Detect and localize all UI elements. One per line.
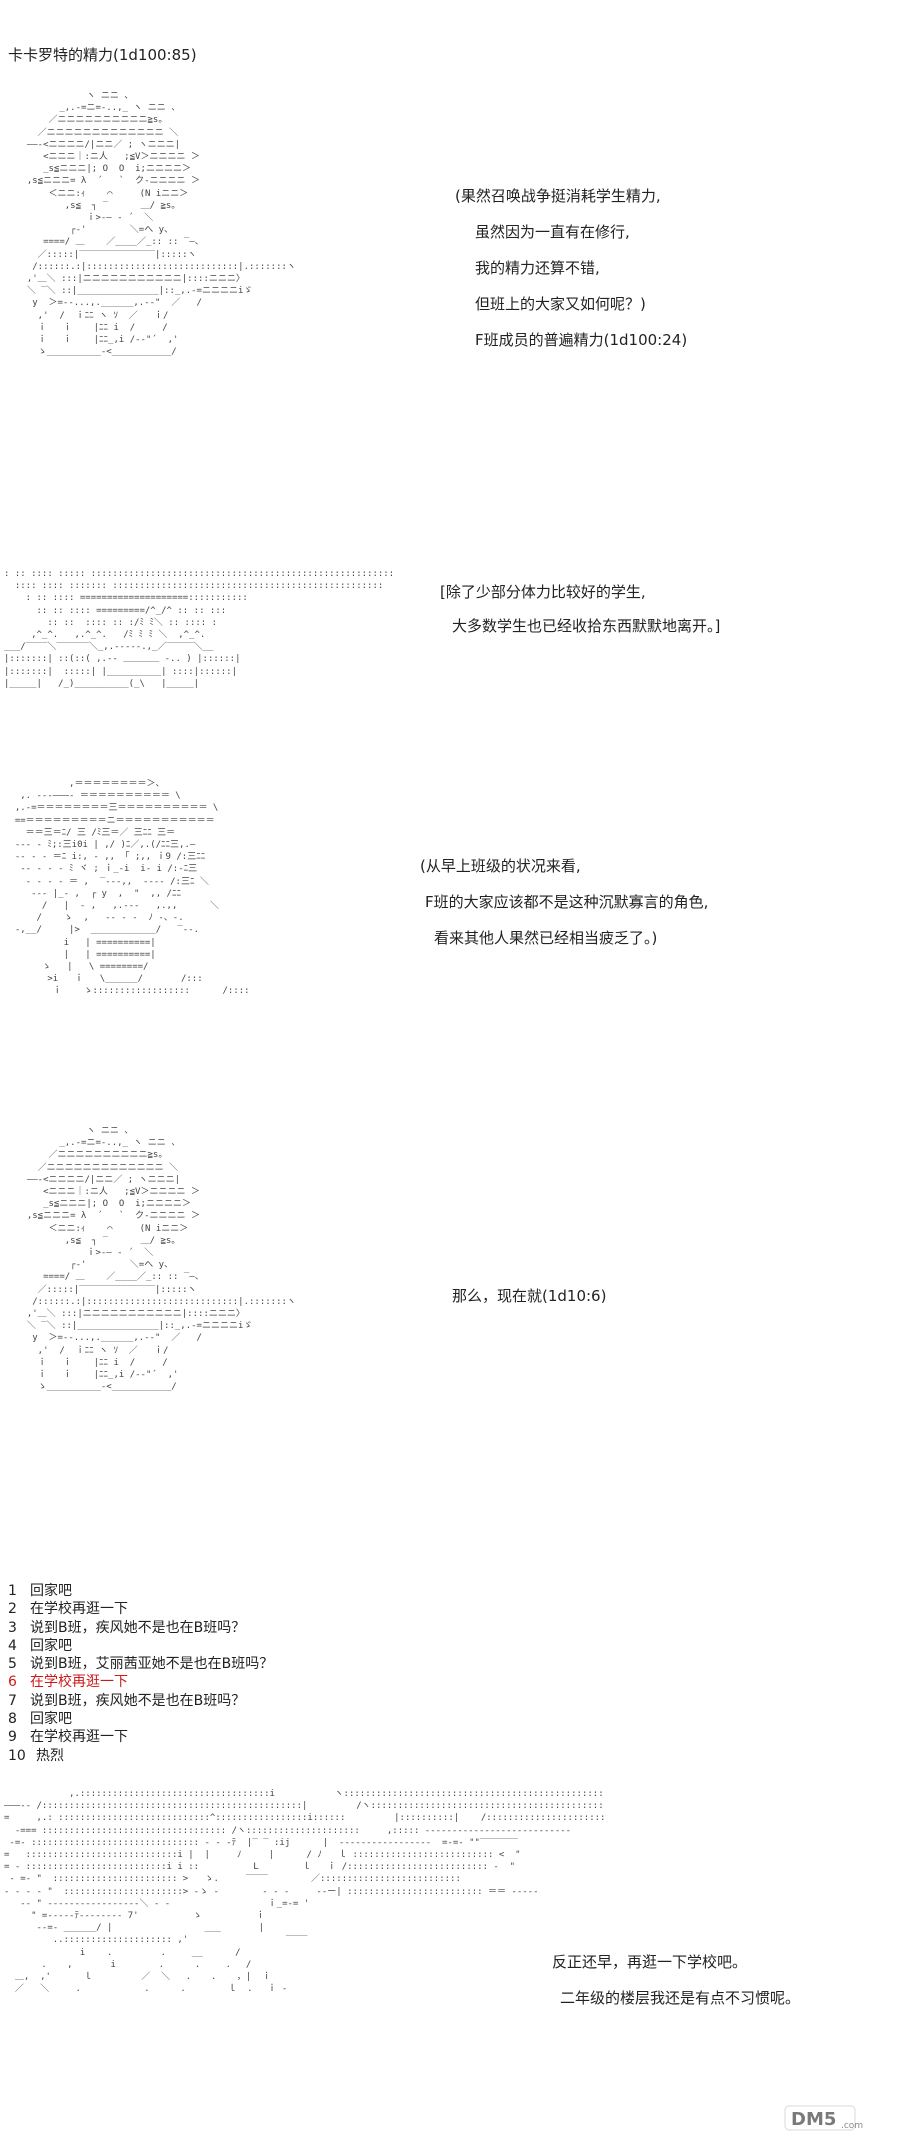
- ascii-art-character-1: ヽ ニニ 、 _,.-=ニ=-..,_ ヽ ニニ 、 ／ニニニニニニニニニニ≧s…: [26, 91, 296, 358]
- dialog-5: 反正还早，再逛一下学校吧。 二年级的楼层我还是有点不习惯呢。: [552, 1944, 800, 2016]
- dialog-line: [除了少部分体力比较好的学生,: [440, 583, 646, 601]
- dialog-line: 看来其他人果然已经相当疲乏了。): [434, 929, 658, 947]
- dialog-line: (从早上班级的状况来看,: [420, 857, 581, 875]
- logo-text: DM5: [791, 2109, 836, 2130]
- dialog-1: (果然召唤战争挺消耗学生精力, 虽然因为一直有在修行, 我的精力还算不错, 但班…: [440, 178, 687, 358]
- dialog-4: 那么，现在就(1d10:6): [452, 1278, 606, 1314]
- ascii-art-classroom-crowd: : :: :::: ::::: ::::::::::::::::::::::::…: [4, 569, 394, 689]
- ascii-art-character-2: ,＝＝＝＝＝＝＝＝＞、 ,. -‐‐―――‐ ＝＝＝＝＝＝＝＝＝＝ \ ,.-=…: [14, 779, 250, 997]
- dialog-3: (从早上班级的状况来看, F班的大家应该都不是这种沉默寡言的角色, 看来其他人果…: [420, 848, 708, 956]
- dialog-line: 反正还早，再逛一下学校吧。: [552, 1953, 748, 1971]
- ascii-art-school-hallway: ,.:::::::::::::::::::::::::::::::::::i ヽ…: [4, 1789, 604, 1995]
- dialog-line: 虽然因为一直有在修行,: [475, 223, 630, 241]
- dm5-logo-icon: DM5 .com: [784, 2105, 863, 2131]
- dialog-line: 大多数学生也已经收拾东西默默地离开。]: [452, 617, 721, 635]
- dialog-line: F班成员的普遍精力(1d100:24): [475, 331, 688, 349]
- dialog-line: 我的精力还算不错,: [475, 259, 600, 277]
- logo-suffix: .com: [841, 2121, 863, 2131]
- dialog-line: 二年级的楼层我还是有点不习惯呢。: [560, 1989, 801, 2007]
- dialog-line: F班的大家应该都不是这种沉默寡言的角色,: [425, 893, 709, 911]
- page-title: 卡卡罗特的精力(1d100:85): [8, 46, 197, 64]
- ascii-art-character-3: ヽ ニニ 、 _,.-=ニ=-..,_ ヽ ニニ 、 ／ニニニニニニニニニニ≧s…: [26, 1126, 296, 1393]
- dialog-2: [除了少部分体力比较好的学生, 大多数学生也已经收拾东西默默地离开。]: [440, 575, 720, 643]
- dialog-line: 那么，现在就(1d10:6): [452, 1287, 607, 1305]
- dialog-line: (果然召唤战争挺消耗学生精力,: [455, 187, 661, 205]
- dialog-line: 但班上的大家又如何呢？): [475, 295, 646, 313]
